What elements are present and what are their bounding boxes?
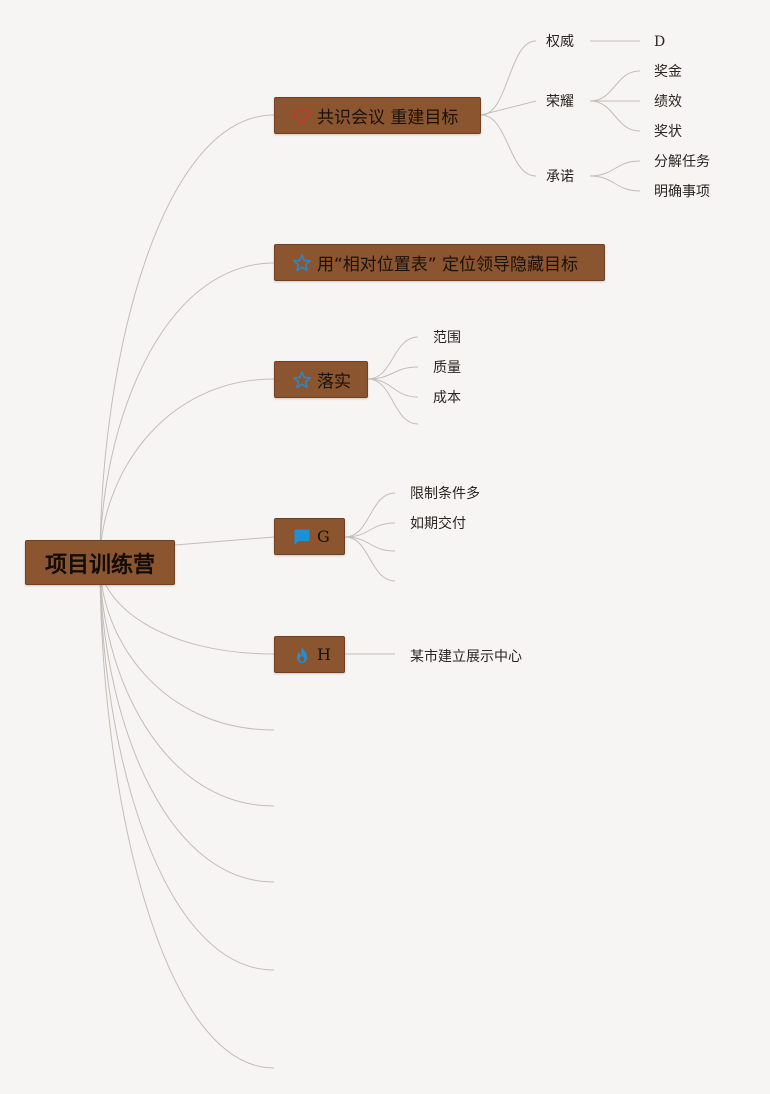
branch-label: 用“相对位置表” 定位领导隐藏目标 xyxy=(317,255,579,275)
branch-label: 共识会议 重建目标 xyxy=(317,108,459,128)
leaf-node-quality[interactable]: 质量 xyxy=(433,360,461,376)
branch-node-g[interactable]: G xyxy=(274,518,345,555)
branch-leaf-link xyxy=(367,378,419,398)
sub-leaf-link xyxy=(589,175,641,192)
leaf-node-certificate[interactable]: 奖状 xyxy=(654,124,682,140)
root-empty-link xyxy=(99,561,275,807)
sub-node-commitment[interactable]: 承诺 xyxy=(546,169,574,185)
heart-outline-icon xyxy=(291,105,313,127)
fire-icon xyxy=(291,644,313,666)
leaf-node-on-time-delivery[interactable]: 如期交付 xyxy=(410,516,466,532)
leaf-node-city-exhibition-center[interactable]: 某市建立展示中心 xyxy=(410,649,522,665)
leaf-node-cost[interactable]: 成本 xyxy=(433,390,461,406)
root-empty-link xyxy=(99,561,275,1069)
branch-sub-link xyxy=(480,40,537,116)
branch-label: G xyxy=(317,527,330,546)
star-outline-icon xyxy=(291,252,313,274)
leaf-node-d[interactable]: D xyxy=(654,34,666,50)
branch-node-implementation[interactable]: 落实 xyxy=(274,361,368,398)
root-branch-link xyxy=(99,114,275,563)
branch-leaf-link xyxy=(367,378,419,425)
sub-node-honor[interactable]: 荣耀 xyxy=(546,94,574,110)
branch-label: H xyxy=(317,645,331,664)
sub-leaf-link xyxy=(589,100,641,132)
branch-leaf-link xyxy=(367,336,419,380)
branch-leaf-link xyxy=(367,366,419,380)
root-branch-link xyxy=(99,378,275,563)
branch-leaf-link xyxy=(344,536,396,552)
root-empty-link xyxy=(99,561,275,731)
branch-node-consensus-meeting[interactable]: 共识会议 重建目标 xyxy=(274,97,481,134)
root-branch-link xyxy=(174,536,275,546)
leaf-node-scope[interactable]: 范围 xyxy=(433,330,461,346)
branch-leaf-link xyxy=(344,536,396,582)
branch-leaf-link xyxy=(344,522,396,538)
root-node[interactable]: 项目训练营 xyxy=(25,540,175,585)
root-empty-link xyxy=(99,561,275,971)
branch-sub-link xyxy=(480,114,537,177)
leaf-node-performance[interactable]: 绩效 xyxy=(654,94,682,110)
leaf-node-bonus[interactable]: 奖金 xyxy=(654,64,682,80)
root-node-label: 项目训练营 xyxy=(44,552,155,578)
branch-leaf-link xyxy=(344,492,396,538)
branch-node-h[interactable]: H xyxy=(274,636,345,673)
leaf-node-many-constraints[interactable]: 限制条件多 xyxy=(410,486,480,502)
flag-icon xyxy=(291,526,313,548)
leaf-node-break-down-tasks[interactable]: 分解任务 xyxy=(654,154,710,170)
branch-label: 落实 xyxy=(317,372,351,392)
star-outline-icon xyxy=(291,369,313,391)
branch-sub-link xyxy=(480,100,537,116)
root-empty-link xyxy=(99,561,275,883)
root-branch-link xyxy=(99,262,275,563)
branch-node-relative-position-table[interactable]: 用“相对位置表” 定位领导隐藏目标 xyxy=(274,244,605,281)
leaf-node-clarify-items[interactable]: 明确事项 xyxy=(654,184,710,200)
sub-leaf-link xyxy=(589,160,641,177)
sub-node-authority[interactable]: 权威 xyxy=(546,34,574,50)
sub-leaf-link xyxy=(589,70,641,102)
